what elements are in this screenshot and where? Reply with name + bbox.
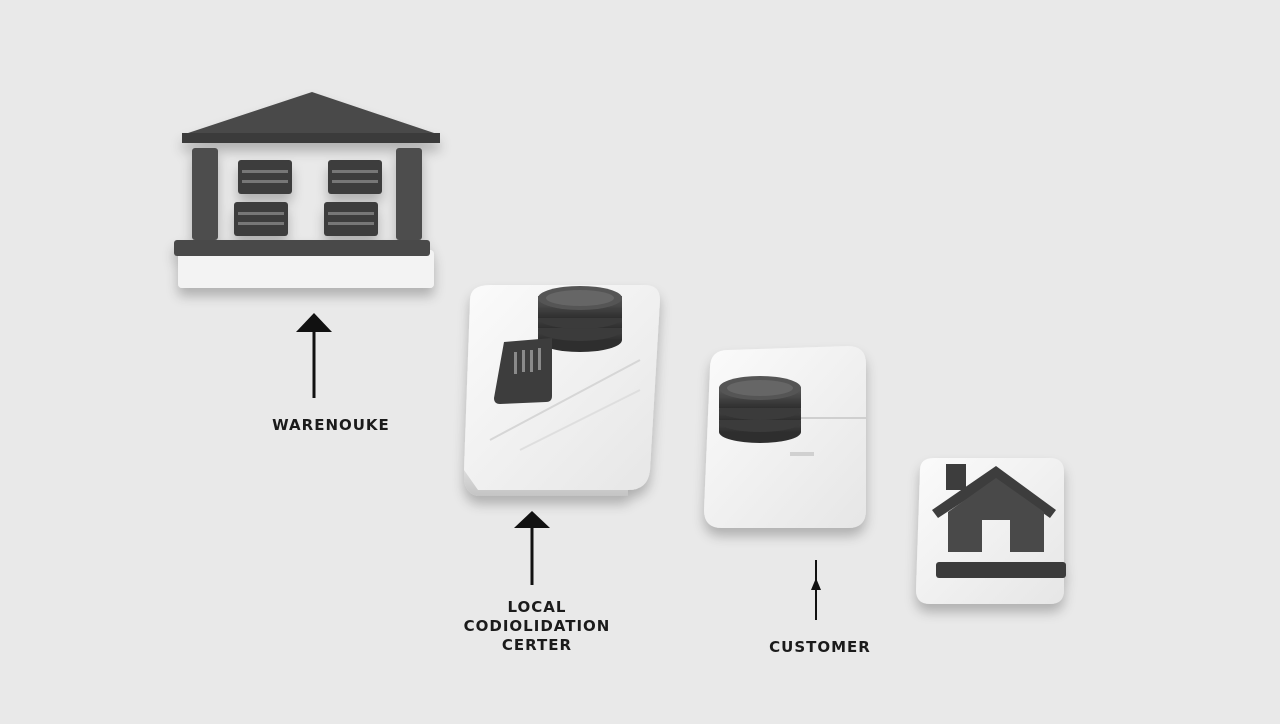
coin-stack-icon <box>538 286 622 352</box>
house-icon <box>932 464 1066 578</box>
consolidation-label: LOCAL CODIOLIDATION CERTER <box>432 598 642 655</box>
warehouse-node <box>174 92 440 288</box>
consolidation-label-line2: CODIOLIDATION <box>463 617 611 635</box>
warehouse-label: WARENOUKE <box>236 416 426 435</box>
consolidation-label-line1: LOCAL <box>507 598 567 616</box>
consolidation-node <box>464 285 660 496</box>
customer-label-text: CUSTOMER <box>769 638 871 656</box>
warehouse-label-text: WARENOUKE <box>272 416 390 434</box>
customer-node <box>916 458 1066 604</box>
card-reader-icon <box>494 338 552 404</box>
warehouse-base-block <box>178 250 434 288</box>
transfer-node <box>704 346 866 528</box>
consolidation-arrow <box>514 511 550 585</box>
warehouse-arrow <box>296 313 332 398</box>
transfer-arrow <box>811 560 821 620</box>
consolidation-label-line3: CERTER <box>501 636 573 654</box>
warehouse-icon <box>174 92 440 256</box>
customer-label: CUSTOMER <box>730 638 910 657</box>
coin-stack-icon <box>719 376 801 443</box>
